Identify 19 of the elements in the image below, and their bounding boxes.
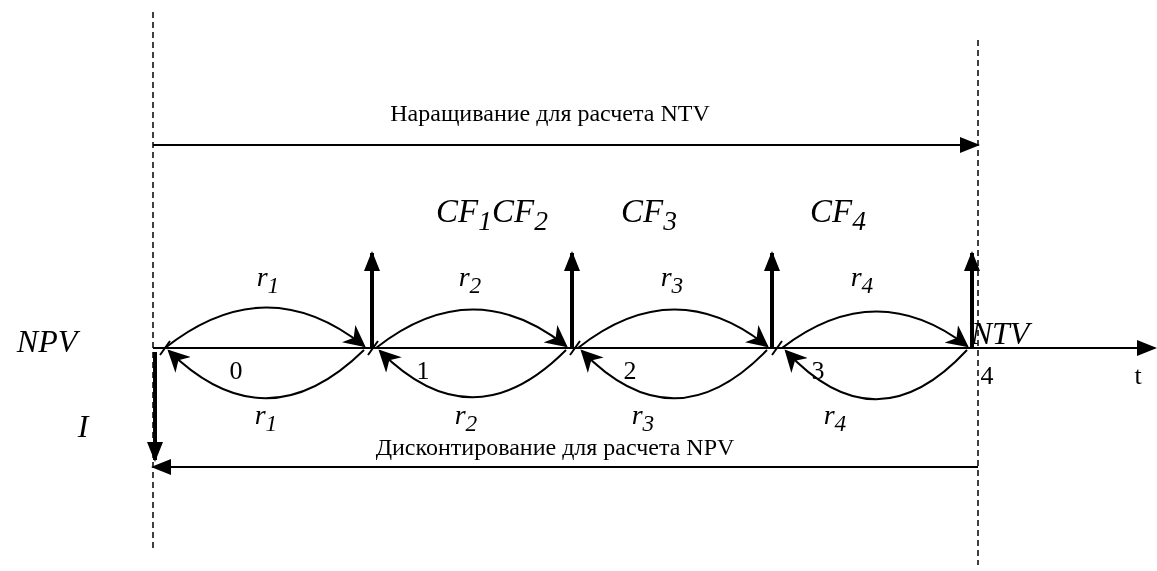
rate-label: r$_{2}$ — [458, 263, 482, 297]
value-label: I — [77, 410, 89, 442]
period-number: 0 — [229, 358, 243, 384]
axis-label: t — [1134, 363, 1142, 389]
cash-flow-label: CF$_{3}$ — [621, 195, 677, 235]
rate-label: r$_{4}$ — [823, 401, 847, 435]
period-number: 2 — [623, 358, 637, 384]
cash-flow-label: CF$_{4}$ — [810, 195, 866, 235]
span-caption: Наращивание для расчета NTV — [390, 101, 710, 125]
cash-flow-label: CF$_{1}$CF$_{2}$ — [436, 195, 548, 235]
rate-label: r$_{4}$ — [850, 263, 874, 297]
rate-label: r$_{2}$ — [454, 401, 478, 435]
period-number: 1 — [416, 358, 430, 384]
span-caption: Дисконтирование для расчета NPV — [375, 435, 735, 459]
period-number: 4 — [980, 363, 994, 389]
rate-label: r$_{3}$ — [660, 263, 684, 297]
rate-label: r$_{3}$ — [631, 401, 655, 435]
rate-label: r$_{1}$ — [256, 263, 280, 297]
rate-label: r$_{1}$ — [254, 401, 278, 435]
